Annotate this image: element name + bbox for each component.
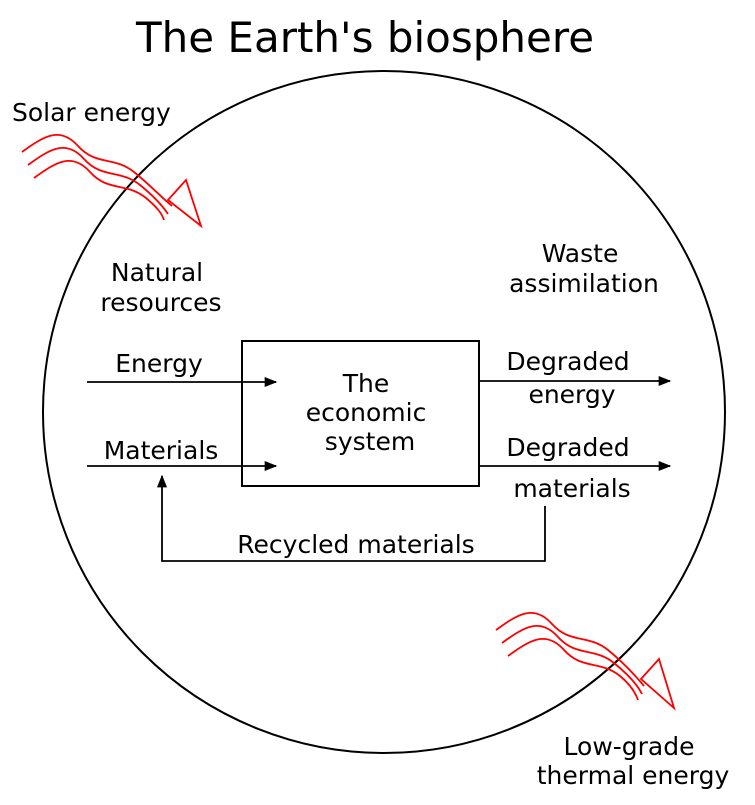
- natural-resources-label: Natural resources: [100, 258, 221, 317]
- economic-system-box: [241, 340, 480, 487]
- degraded-energy-line-2: energy: [528, 380, 615, 409]
- diagram-title: The Earth's biosphere: [135, 13, 594, 62]
- low-grade-thermal-line-2: thermal energy: [537, 761, 730, 790]
- waste-assimilation-line-1: Waste: [542, 239, 619, 268]
- low-grade-thermal-label: Low-grade thermal energy: [537, 732, 730, 790]
- waste-assimilation-label: Waste assimilation: [509, 239, 659, 298]
- economic-system-label: The economic system: [306, 369, 435, 456]
- solar-energy-wave-icon: [21, 134, 203, 229]
- natural-resources-line-1: Natural: [111, 258, 203, 287]
- low-grade-thermal-line-1: Low-grade: [564, 732, 695, 761]
- degraded-energy-label: Degraded energy: [506, 347, 637, 409]
- recycled-materials-loop: [156, 474, 546, 562]
- recycled-materials-label: Recycled materials: [237, 530, 474, 559]
- economic-system-line-2: economic: [306, 398, 427, 427]
- energy-input-label: Energy: [115, 349, 203, 378]
- natural-resources-line-2: resources: [100, 288, 221, 317]
- degraded-materials-line-2: materials: [513, 474, 630, 503]
- solar-energy-label: Solar energy: [12, 98, 171, 127]
- degraded-materials-label: Degraded materials: [506, 433, 637, 503]
- economic-system-line-1: The: [342, 369, 390, 398]
- thermal-energy-wave-icon: [495, 612, 676, 711]
- degraded-energy-line-1: Degraded: [506, 347, 629, 376]
- waste-assimilation-line-2: assimilation: [509, 269, 659, 298]
- economic-system-line-3: system: [325, 427, 415, 456]
- biosphere-circle: [42, 70, 726, 754]
- materials-input-label: Materials: [104, 436, 219, 465]
- degraded-materials-line-1: Degraded: [506, 433, 629, 462]
